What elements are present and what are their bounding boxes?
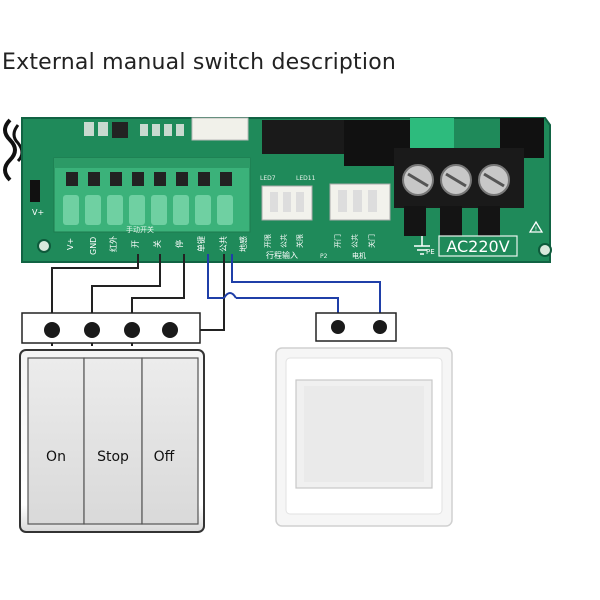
- mounting-hole: [37, 239, 51, 253]
- rocker-label-on: On: [46, 449, 66, 465]
- vplus-side-label: V+: [32, 208, 44, 217]
- svg-text:P2: P2: [320, 253, 328, 260]
- control-board: 手动开关 V+ GND 红外 开 关 停 单键 公共 地感 V+ LED7 LE…: [3, 117, 552, 263]
- motor-connector: 开门 公共 关门 电机 P2: [320, 183, 391, 260]
- rocker-stop[interactable]: [83, 357, 143, 525]
- svg-text:开门: 开门: [333, 234, 342, 248]
- terminal-label-ground-sensor: 地感: [238, 236, 248, 252]
- group-label-manual: 手动开关: [126, 225, 154, 234]
- screw-icon: [478, 164, 510, 196]
- antenna-coil-icon: [3, 118, 24, 182]
- wire-single-key-a: [207, 254, 224, 299]
- svg-text:关限: 关限: [295, 234, 304, 248]
- terminal-dot[interactable]: [373, 320, 387, 334]
- single-switch-terminal-strip: [315, 312, 397, 342]
- group-label-limit: 行程输入: [266, 250, 298, 260]
- wire-crossover: [223, 292, 237, 299]
- svg-text:!: !: [535, 226, 537, 233]
- svg-text:公共: 公共: [279, 234, 288, 248]
- terminal-dot[interactable]: [162, 322, 178, 338]
- group-label-motor: 电机: [352, 251, 366, 260]
- terminal-label-vplus: V+: [66, 238, 75, 250]
- wire-open: [51, 254, 139, 346]
- terminal-dot[interactable]: [44, 322, 60, 338]
- mounting-hole: [538, 243, 552, 257]
- terminal-label-infrared: 红外: [108, 236, 118, 252]
- jumper: [30, 180, 40, 202]
- terminal-dot[interactable]: [331, 320, 345, 334]
- pe-label: PE: [426, 248, 435, 256]
- power-label: AC220V: [446, 237, 509, 256]
- terminal-label-close: 关: [152, 240, 162, 248]
- page-title: External manual switch description: [2, 50, 397, 75]
- rocker-label-stop: Stop: [97, 449, 129, 465]
- wire-common-blue: [231, 254, 381, 325]
- svg-text:公共: 公共: [350, 234, 359, 248]
- screw-icon: [402, 164, 434, 196]
- svg-text:LED7: LED7: [260, 175, 276, 182]
- terminal-label-open: 开: [131, 240, 140, 248]
- ground-symbol-icon: [414, 236, 430, 255]
- power-screw-terminal: [394, 148, 524, 236]
- rocker-label-off: Off: [154, 449, 175, 465]
- warning-icon: !: [528, 220, 544, 233]
- terminal-label-gnd: GND: [89, 237, 98, 255]
- terminal-label-stop: 停: [174, 240, 184, 248]
- manual-terminal-block: [53, 157, 251, 233]
- terminal-dot[interactable]: [124, 322, 140, 338]
- terminal-dot[interactable]: [84, 322, 100, 338]
- single-rocker-switch: [275, 347, 453, 527]
- rocker-off[interactable]: [141, 357, 199, 525]
- terminal-label-common: 公共: [219, 236, 228, 252]
- top-components: [84, 117, 544, 166]
- svg-text:关门: 关门: [367, 234, 376, 248]
- triple-switch-terminal-strip: [21, 312, 201, 344]
- svg-text:LED11: LED11: [296, 175, 316, 182]
- rocker-on[interactable]: [27, 357, 85, 525]
- terminal-label-single: 单键: [196, 236, 206, 252]
- triple-rocker-switch: On Stop Off: [19, 349, 205, 533]
- screw-icon: [440, 164, 472, 196]
- limit-input-connector: LED7 LED11 开限 公共 关限 行程输入: [260, 175, 316, 260]
- svg-text:开限: 开限: [263, 234, 272, 248]
